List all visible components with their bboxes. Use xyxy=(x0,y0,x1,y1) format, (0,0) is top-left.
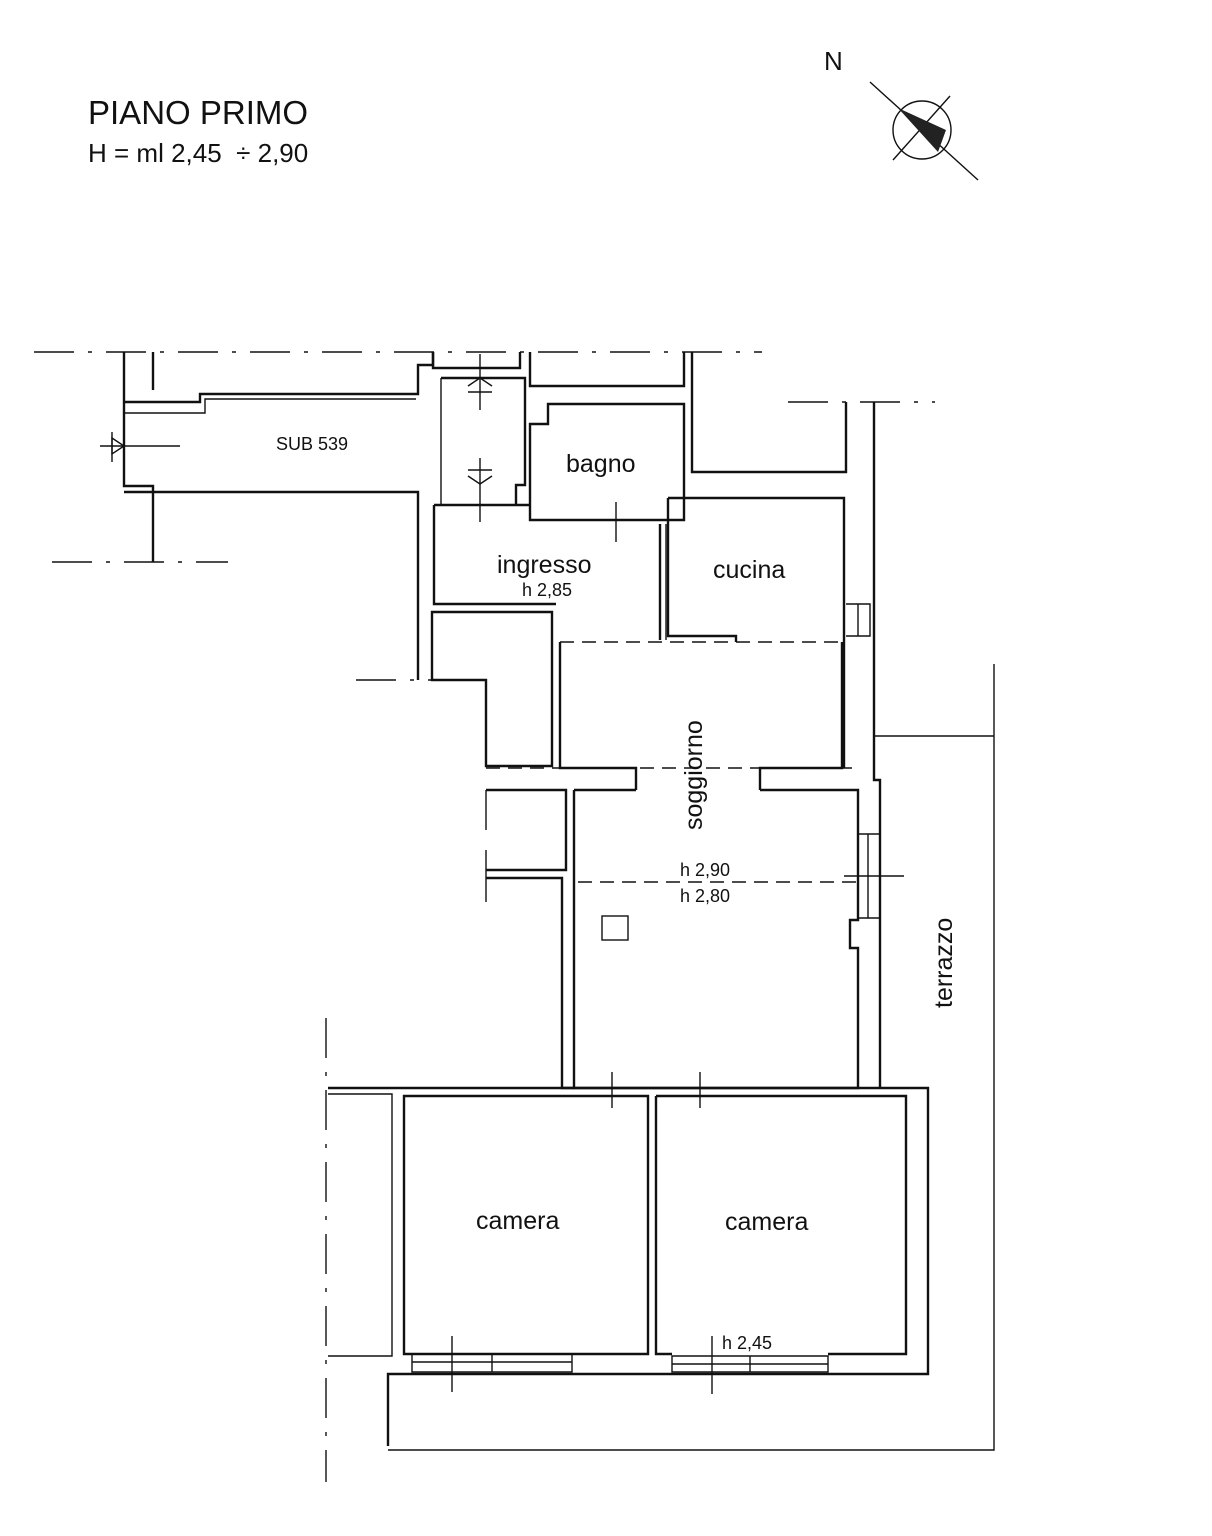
room-bagno: bagno xyxy=(528,402,686,542)
room-label-sub539: SUB 539 xyxy=(276,434,348,454)
room-camera-left: camera xyxy=(476,1207,559,1235)
north-arrow-icon: N xyxy=(824,46,979,181)
boundary-lines xyxy=(34,351,935,1482)
room-ingresso: ingresso h 2,85 xyxy=(432,503,667,640)
bedrooms-block xyxy=(328,1072,930,1446)
sub539-area: SUB 539 xyxy=(100,352,527,680)
room-soggiorno: soggiorno h 2,90 h 2,80 xyxy=(486,641,904,1090)
soggiorno-height-lower: h 2,80 xyxy=(680,886,730,906)
plan-title: PIANO PRIMO xyxy=(88,94,308,131)
soggiorno-height-upper: h 2,90 xyxy=(680,860,730,880)
ingresso-height: h 2,85 xyxy=(522,580,572,600)
room-label-bagno: bagno xyxy=(566,450,636,478)
room-cucina: cucina xyxy=(666,496,871,768)
room-label-cucina: cucina xyxy=(713,556,785,584)
room-camera-right: camera h 2,45 xyxy=(722,1208,808,1353)
room-label-soggiorno: soggiorno xyxy=(680,720,708,830)
camera-right-height: h 2,45 xyxy=(722,1333,772,1353)
room-label-camera-left: camera xyxy=(476,1207,559,1235)
plan-height-range: H = ml 2,45 ÷ 2,90 xyxy=(88,138,308,168)
north-label: N xyxy=(824,46,843,76)
room-label-camera-right: camera xyxy=(725,1208,808,1236)
room-label-terrazzo: terrazzo xyxy=(930,918,958,1008)
room-label-ingresso: ingresso xyxy=(497,551,592,579)
